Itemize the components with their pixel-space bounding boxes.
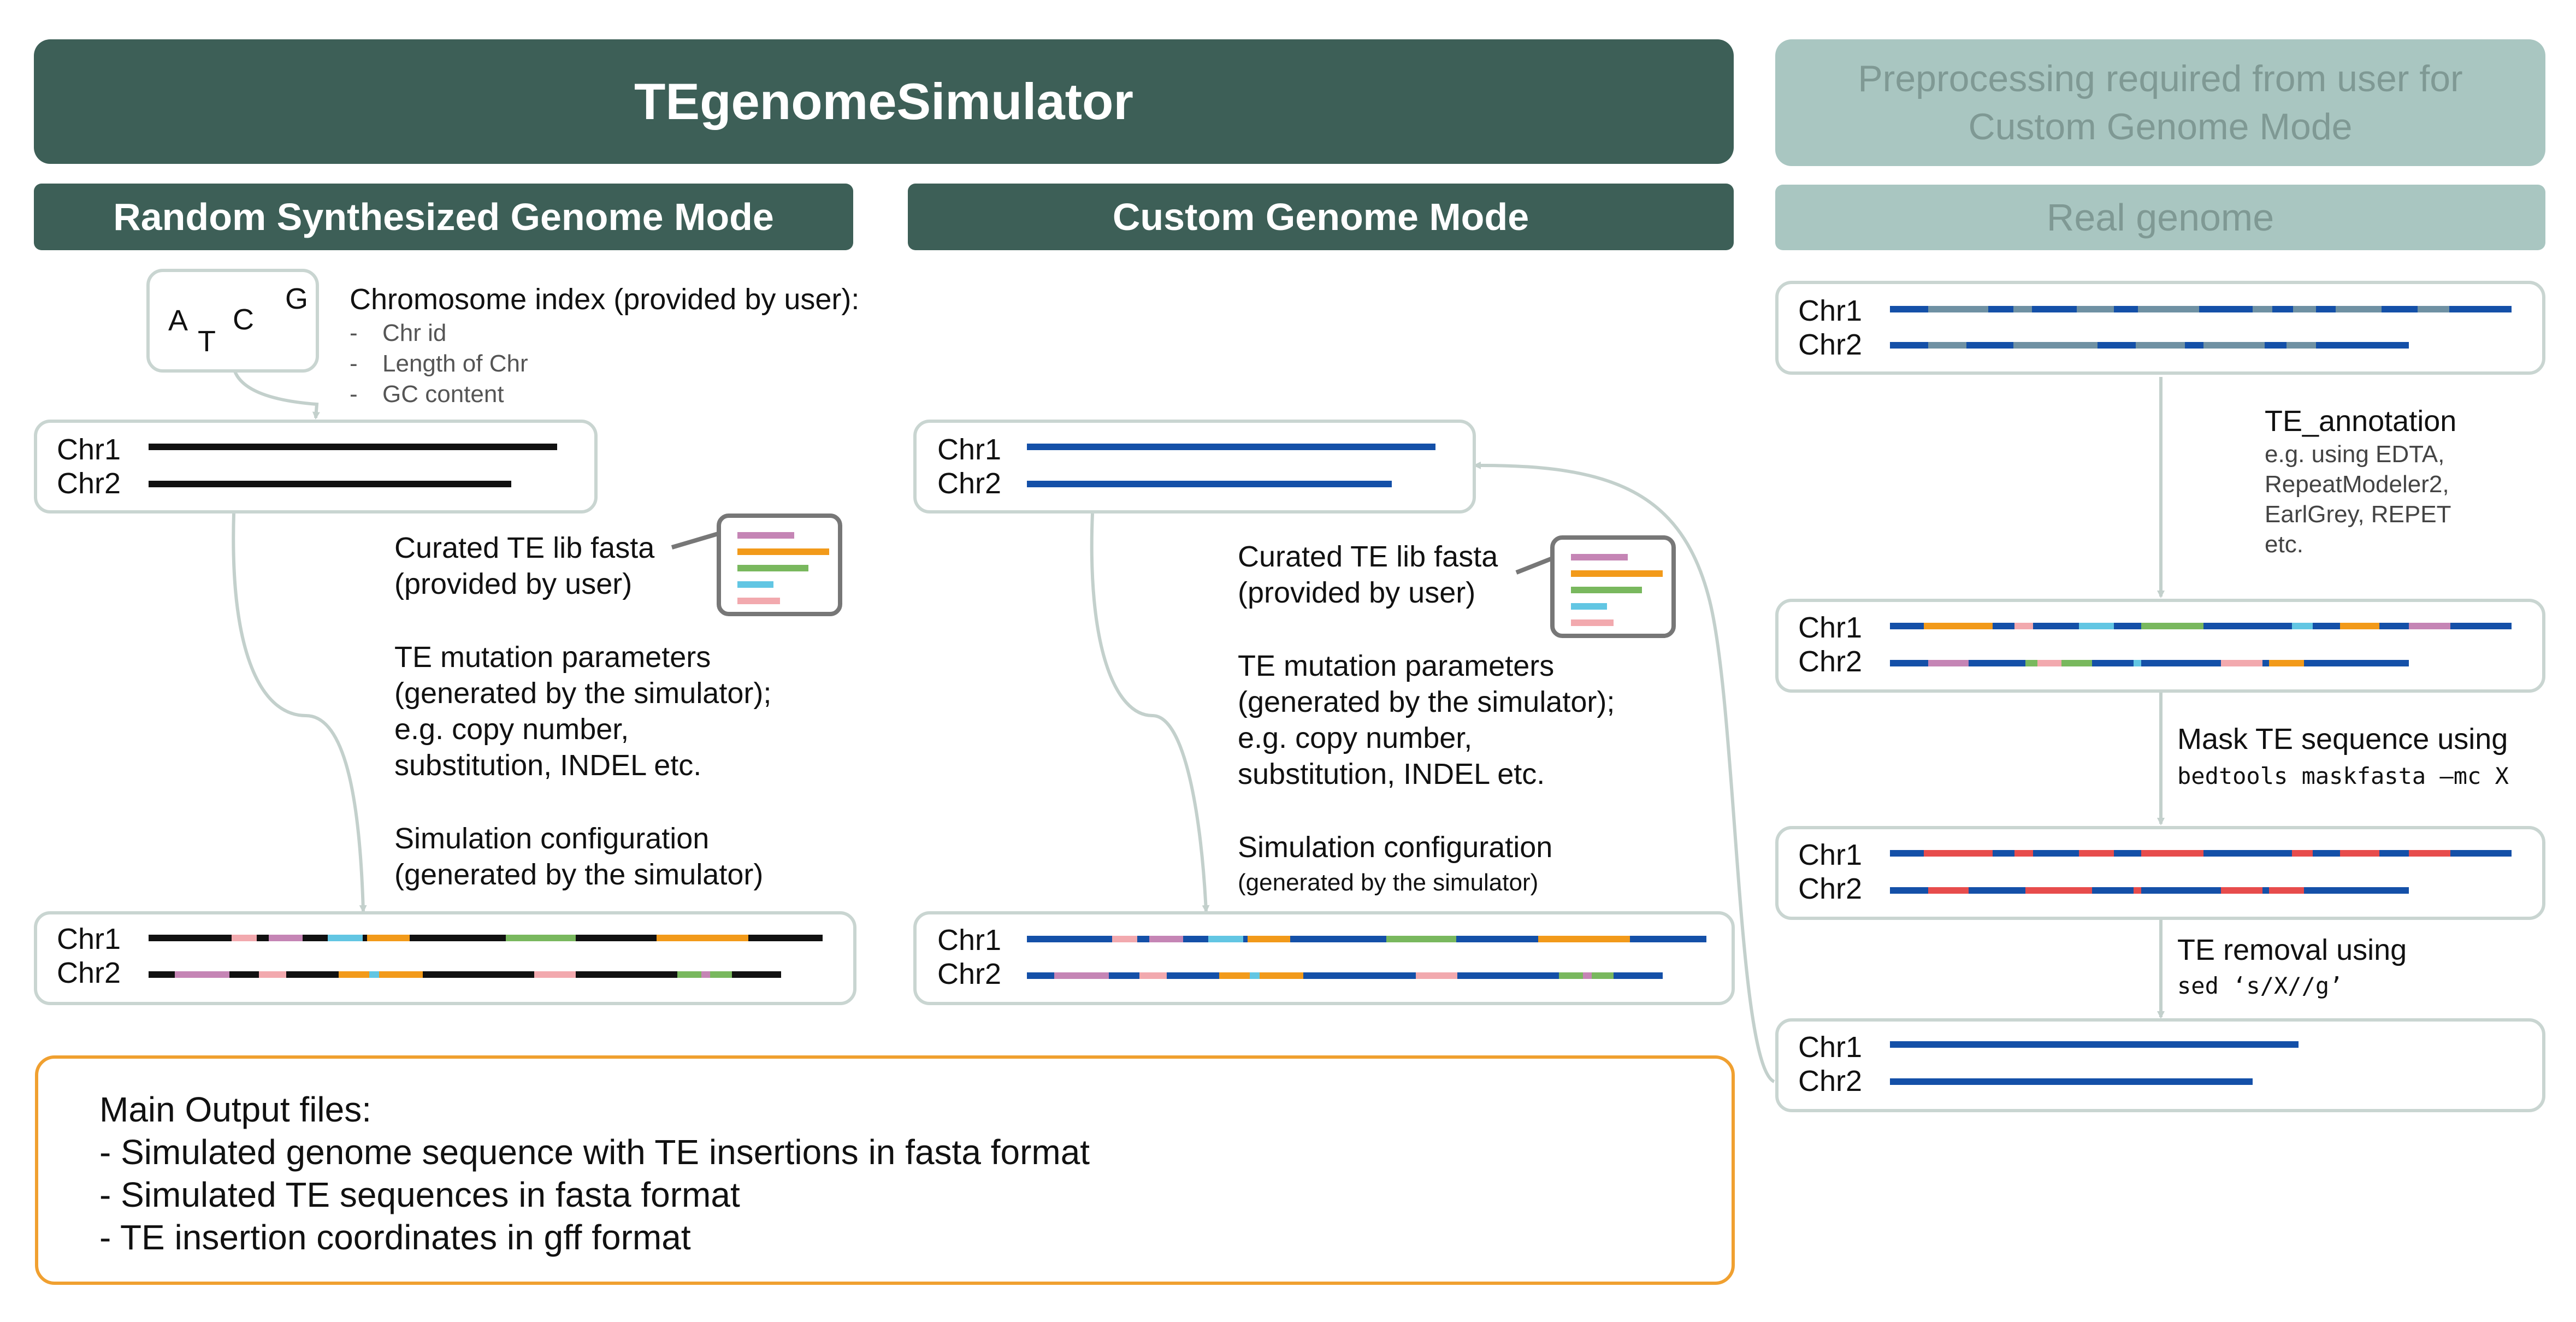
custom-mut-line4: substitution, INDEL etc. xyxy=(1238,758,1545,790)
lib-pointer-random xyxy=(671,531,721,550)
masked-chromosomes xyxy=(1775,826,2545,920)
nucleotide-g: G xyxy=(285,282,309,315)
preprocess-title-line1: Preprocessing required from user for xyxy=(1858,58,2463,99)
random-mode-label: Random Synthesized Genome Mode xyxy=(113,196,774,238)
preprocess-title-line2: Custom Genome Mode xyxy=(1968,106,2353,147)
random-input-chromosomes xyxy=(34,420,598,514)
random-cfg-line2: (generated by the simulator) xyxy=(394,858,764,891)
custom-lib-line1: Curated TE lib fasta xyxy=(1238,540,1498,573)
chr1-label: Chr1 xyxy=(57,433,121,466)
random-mut-line2: (generated by the simulator); xyxy=(394,677,772,710)
preprocess-title-banner: Preprocessing required from user for Cus… xyxy=(1775,39,2545,166)
chr2-label: Chr2 xyxy=(1798,872,1863,905)
custom-mut-line3: e.g. copy number, xyxy=(1238,722,1473,754)
annotation-line2: RepeatModeler2, xyxy=(2265,471,2449,498)
chr1-label: Chr1 xyxy=(1798,611,1863,644)
random-lib-line1: Curated TE lib fasta xyxy=(394,532,655,564)
random-mut-line3: e.g. copy number, xyxy=(394,713,629,746)
real-genome-header: Real genome xyxy=(1775,185,2545,250)
nucleotide-c: C xyxy=(233,303,254,336)
custom-cfg-line1: Simulation configuration xyxy=(1238,831,1553,864)
real-genome-chromosomes xyxy=(1775,281,2545,375)
real-genome-label: Real genome xyxy=(2046,196,2274,239)
chr1-label: Chr1 xyxy=(1798,1031,1863,1064)
annotation-line1: e.g. using EDTA, xyxy=(2265,441,2445,468)
custom-flow-arrow xyxy=(1090,513,1210,913)
atcg-to-chr-arrow xyxy=(233,370,320,420)
real-to-custom-arrow xyxy=(1473,461,1775,1083)
mask-title: Mask TE sequence using xyxy=(2177,723,2508,756)
nucleotide-box: A T C G xyxy=(146,269,319,373)
chromosome-index-title: Chromosome index (provided by user): xyxy=(350,283,860,316)
chr2-label: Chr2 xyxy=(1798,328,1863,361)
te-library-icon xyxy=(1550,535,1676,638)
output-title: Main Output files: xyxy=(99,1090,371,1129)
custom-cfg-line2: (generated by the simulator) xyxy=(1238,869,1539,896)
custom-mode-label: Custom Genome Mode xyxy=(1112,196,1529,238)
te-free-chromosomes xyxy=(1775,1018,2545,1112)
nucleotide-t: T xyxy=(198,325,216,358)
chr1-label: Chr1 xyxy=(57,923,121,955)
chr2-label: Chr2 xyxy=(57,957,121,989)
chr2-label: Chr2 xyxy=(937,467,1002,500)
chr1-label: Chr1 xyxy=(1798,294,1863,327)
random-mode-header: Random Synthesized Genome Mode xyxy=(34,184,853,250)
chr2-label: Chr2 xyxy=(1798,645,1863,678)
annotated-chromosomes xyxy=(1775,599,2545,693)
custom-output-chromosomes xyxy=(913,911,1735,1005)
main-title: TEgenomeSimulator xyxy=(634,73,1134,130)
random-flow-arrow xyxy=(232,513,367,913)
removal-title: TE removal using xyxy=(2177,934,2407,966)
te-library-icon xyxy=(717,514,842,616)
output-item: - Simulated TE sequences in fasta format xyxy=(99,1175,740,1214)
chromosome-index-list: Chr id Length of Chr GC content xyxy=(350,318,528,410)
custom-mut-line2: (generated by the simulator); xyxy=(1238,686,1615,718)
chromosome-index-item: GC content xyxy=(350,379,528,410)
annotation-line3: EarlGrey, REPET xyxy=(2265,501,2451,528)
custom-input-chromosomes xyxy=(913,420,1476,514)
chr2-label: Chr2 xyxy=(1798,1065,1863,1097)
annotation-title: TE_annotation xyxy=(2265,405,2457,438)
custom-lib-line2: (provided by user) xyxy=(1238,576,1476,609)
random-mut-line4: substitution, INDEL etc. xyxy=(394,749,702,782)
lib-pointer-custom xyxy=(1515,556,1553,575)
main-title-banner: TEgenomeSimulator xyxy=(34,39,1734,164)
mask-command: bedtools maskfasta –mc X xyxy=(2177,763,2509,789)
custom-mode-header: Custom Genome Mode xyxy=(908,184,1734,250)
removal-command: sed ‘s/X//g’ xyxy=(2177,972,2343,999)
random-lib-line2: (provided by user) xyxy=(394,568,633,600)
chr1-label: Chr1 xyxy=(1798,839,1863,871)
custom-mut-line1: TE mutation parameters xyxy=(1238,650,1555,682)
random-mut-line1: TE mutation parameters xyxy=(394,641,711,674)
random-output-chromosomes xyxy=(34,911,856,1005)
chromosome-index-item: Chr id xyxy=(350,318,528,349)
chr1-label: Chr1 xyxy=(937,924,1002,957)
output-item: - Simulated genome sequence with TE inse… xyxy=(99,1132,1090,1172)
chromosome-index-item: Length of Chr xyxy=(350,349,528,379)
chr1-label: Chr1 xyxy=(937,433,1002,466)
random-cfg-line1: Simulation configuration xyxy=(394,822,710,855)
annotation-line4: etc. xyxy=(2265,531,2303,558)
main-output-box: Main Output files: - Simulated genome se… xyxy=(35,1055,1735,1285)
nucleotide-a: A xyxy=(168,304,188,337)
output-item: - TE insertion coordinates in gff format xyxy=(99,1218,691,1257)
chr2-label: Chr2 xyxy=(57,467,121,500)
chr2-label: Chr2 xyxy=(937,958,1002,990)
